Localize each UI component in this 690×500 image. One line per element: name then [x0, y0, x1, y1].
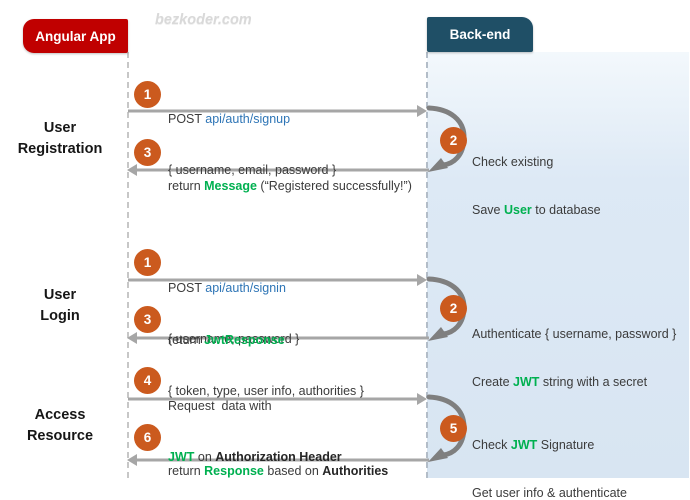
note-line: Authenticate { username, password }	[472, 327, 677, 341]
step-circle-login-2: 2	[440, 295, 467, 322]
actor-backend: Back-end	[427, 17, 533, 52]
keyword-user: User	[503, 203, 532, 217]
message-line: { username, password }	[168, 332, 300, 346]
message-access-response: return Response based on Authorities	[168, 429, 388, 500]
message-text: (“Registered successfully!”)	[256, 179, 412, 193]
keyword-response: Response	[204, 464, 264, 478]
message-line: return Response based on Authorities	[168, 463, 388, 480]
section-label-line: Access	[34, 407, 86, 423]
note-text: Check	[472, 438, 511, 452]
section-label-line: Login	[40, 308, 80, 324]
backend-activation-band	[427, 52, 689, 478]
step-circle-access-4: 4	[134, 367, 161, 394]
http-method: POST	[168, 112, 206, 126]
arrow-signin-request	[128, 274, 427, 286]
step-circle-registration-3: 3	[134, 139, 161, 166]
step-circle-registration-2: 2	[440, 127, 467, 154]
actor-angular-app: Angular App	[23, 19, 128, 53]
arrow-resource-request	[128, 393, 427, 405]
note-text: string with a secret	[539, 375, 648, 389]
keyword-jwt: JWT	[168, 450, 195, 464]
section-label-line: User	[43, 287, 77, 303]
section-label-user-login: User Login	[0, 285, 120, 327]
section-label-access-resource: Access Resource	[0, 405, 120, 447]
bold-authorities: Authorities	[322, 464, 389, 478]
endpoint-link: api/auth/signin	[205, 281, 286, 295]
note-backend-access: Check JWT Signature Get user info & auth…	[472, 405, 657, 500]
message-line: POST api/auth/signup	[168, 111, 336, 128]
message-line: return JwtResponse	[168, 332, 364, 349]
actor-backend-label: Back-end	[449, 27, 511, 42]
http-method: POST	[168, 281, 206, 295]
keyword-jwt: JWT	[510, 438, 538, 452]
arrow-access-response	[127, 454, 429, 466]
watermark: bezkoder.com	[155, 12, 252, 28]
note-text: Save	[472, 203, 504, 217]
section-label-line: Resource	[26, 428, 94, 444]
step-circle-login-3: 3	[134, 306, 161, 333]
section-label-user-registration: User Registration	[0, 118, 120, 160]
note-line: Check existing	[472, 155, 554, 169]
note-line: Save User to database	[472, 202, 601, 218]
message-text: on	[194, 450, 216, 464]
note-line: Create JWT string with a secret	[472, 374, 676, 390]
note-line: Check JWT Signature	[472, 437, 657, 453]
message-line: JWT on Authorization Header	[168, 449, 342, 466]
message-signup-request: POST api/auth/signup { username, email, …	[168, 77, 336, 213]
keyword-message: Message	[204, 179, 257, 193]
message-signin-request: POST api/auth/signin { username, passwor…	[168, 246, 299, 382]
lifeline-angular	[127, 52, 129, 478]
message-text: return	[168, 333, 205, 347]
arrow-signup-request	[128, 105, 427, 117]
message-line: { token, type, user info, authorities }	[168, 384, 364, 398]
step-circle-registration-1: 1	[134, 81, 161, 108]
section-label-line: User	[43, 120, 77, 136]
lifeline-backend	[426, 52, 428, 478]
message-login-response: return JwtResponse { token, type, user i…	[168, 298, 364, 434]
note-backend-registration: Check existing Save User to database	[472, 122, 601, 250]
message-text: return	[168, 464, 205, 478]
message-line: return Message (“Registered successfully…	[168, 178, 412, 195]
actor-angular-label: Angular App	[35, 28, 116, 44]
note-text: Create	[472, 375, 513, 389]
message-line: Request data with	[168, 399, 272, 413]
message-text: return	[168, 179, 205, 193]
note-line: Get user info & authenticate	[472, 486, 627, 500]
bold-authorization-header: Authorization Header	[215, 450, 342, 464]
message-line: { username, email, password }	[168, 163, 337, 177]
keyword-jwtresponse: JwtResponse	[204, 333, 285, 347]
step-circle-access-6: 6	[134, 424, 161, 451]
section-label-line: Registration	[17, 141, 103, 157]
arrow-login-response	[127, 332, 429, 344]
note-backend-login: Authenticate { username, password } Crea…	[472, 294, 676, 422]
message-line: POST api/auth/signin	[168, 280, 299, 297]
keyword-jwt: JWT	[513, 375, 540, 389]
note-text: to database	[531, 203, 601, 217]
step-circle-access-5: 5	[440, 415, 467, 442]
message-text: based on	[263, 464, 323, 478]
step-circle-login-1: 1	[134, 249, 161, 276]
message-registration-response: return Message (“Registered successfully…	[168, 144, 412, 229]
note-text: Signature	[537, 438, 595, 452]
message-resource-request: Request data with JWT on Authorization H…	[168, 364, 342, 500]
endpoint-link: api/auth/signup	[205, 112, 291, 126]
arrow-registration-response	[127, 164, 429, 176]
